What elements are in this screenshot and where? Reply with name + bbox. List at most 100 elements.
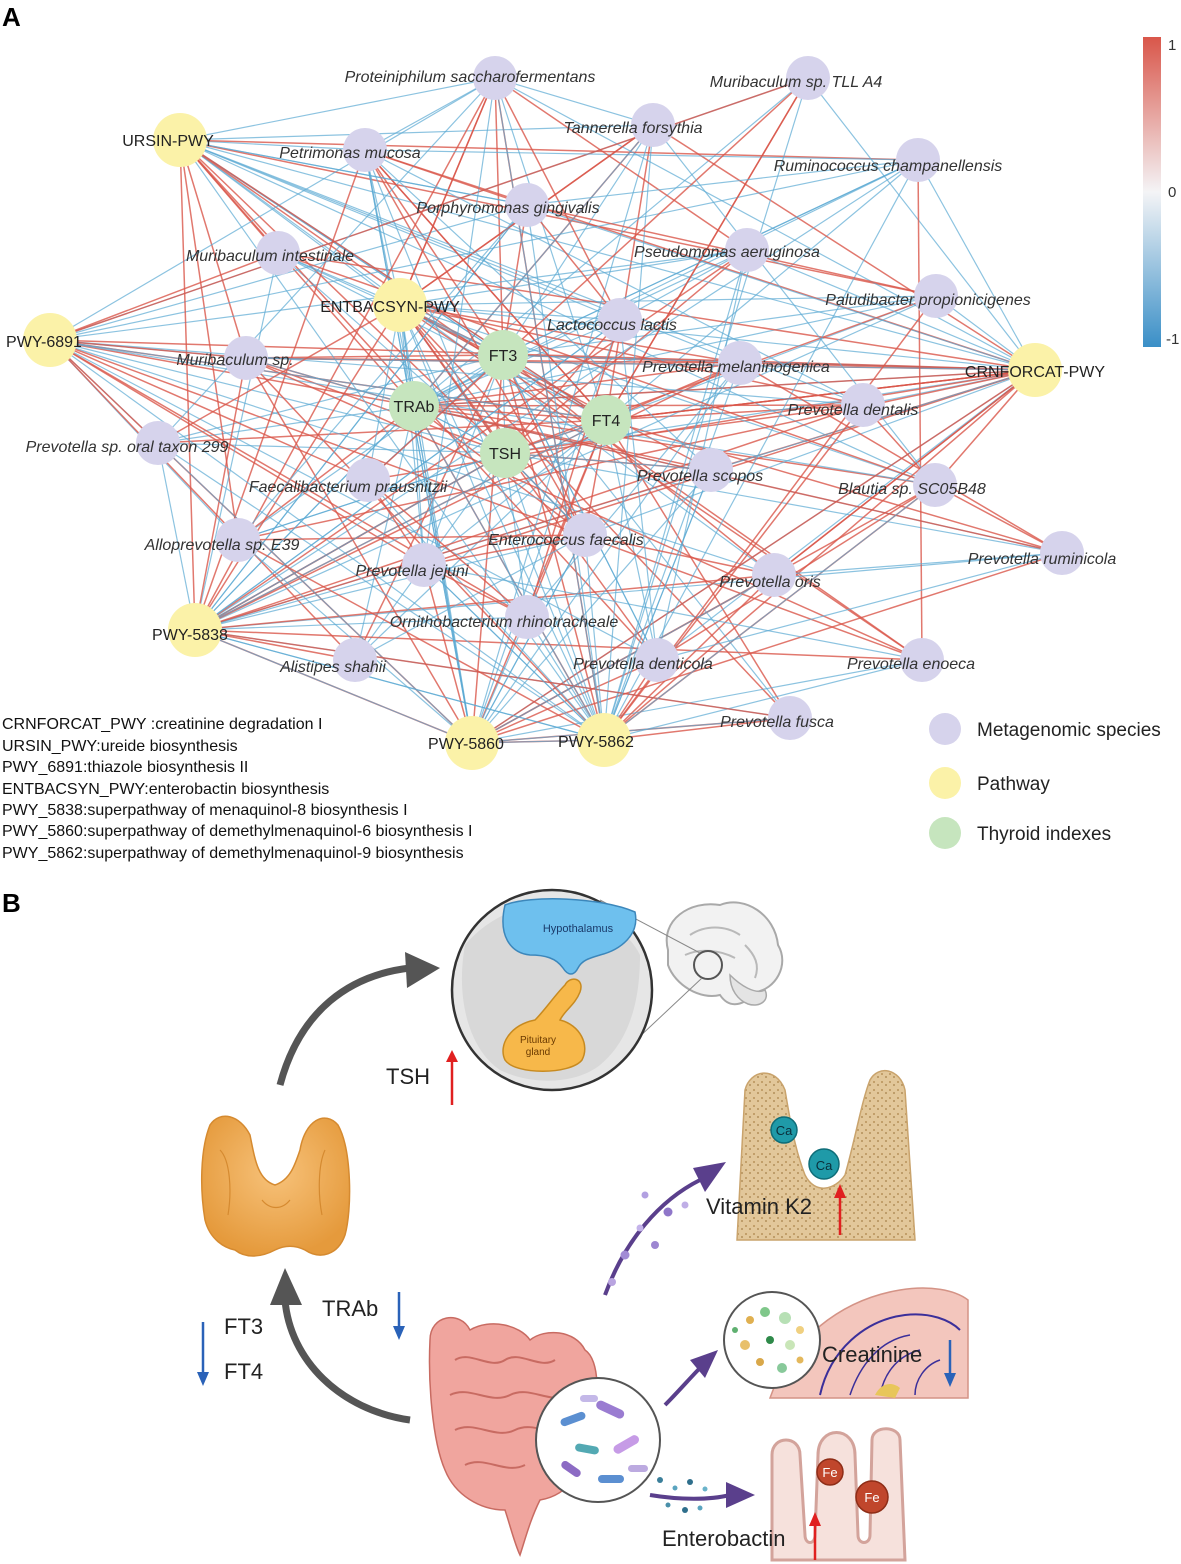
network-edge [584,534,605,741]
node-prevotella_oral [136,421,180,465]
network-edge [471,659,923,744]
iron-label-2: Fe [864,1490,879,1505]
node-label-ruminococcus: Ruminococcus champanellensis [774,158,1003,175]
network-edge [157,442,506,454]
node-ft4 [581,395,631,445]
network-edge [194,362,741,631]
network-edge [179,139,741,364]
node-pseudomonas [725,228,769,272]
node-label-entbacsyn: ENTBACSYN-PWY [320,299,460,316]
node-label-porphyromonas: Porphyromonas gingivalis [416,200,599,217]
network-edge [194,419,607,631]
network-edge [49,339,528,618]
node-pwy5838 [168,603,222,657]
node-faecalibacterium [346,458,390,502]
node-label-paludibacter: Paludibacter propionicigenes [825,292,1030,309]
network-edge [364,149,864,406]
node-ft3 [478,330,528,380]
network-edge [194,629,473,744]
legend-thyroid-label: Thyroid indexes [977,824,1111,845]
abbreviation-list: CRNFORCAT_PWY :creatinine degradation I … [2,716,473,862]
panel-b-illustration: Hypothalamus Pituitary gland TSH FT3 FT4… [197,888,969,1562]
network-edge [179,139,239,541]
network-edge [364,149,586,536]
network-edge [656,369,1036,661]
node-label-prevotella_oral: Prevotella sp. oral taxon 299 [26,439,229,456]
network-edge [502,354,775,576]
vitamin-k2-label: Vitamin K2 [706,1194,812,1219]
node-label-muribaculum_sp: Muribaculum sp. [176,352,293,369]
network-edge [364,149,528,206]
node-label-prevotella_scop: Prevotella scopos [637,468,763,485]
network-edge [413,405,1063,554]
legend-pathway-swatch [929,767,961,799]
network-edge [367,479,528,618]
pituitary-label-line2: gland [526,1047,550,1058]
network-edge [179,139,919,161]
arrow-gut-to-thyroid [281,1299,411,1424]
network-edge [494,77,621,321]
node-ruminococcus [896,138,940,182]
network-edge [423,564,605,741]
network-edge [917,159,923,661]
iron-ion-1 [816,1458,844,1486]
network-edge [603,362,741,741]
pituitary-label-line1: Pituitary [520,1035,556,1046]
network-edge [399,304,473,744]
network-edge [526,319,621,618]
node-pwy6891 [23,313,77,367]
network-edge [399,304,1036,371]
node-enterococcus [563,513,607,557]
network-edge [194,564,425,631]
network-edge [237,369,1036,541]
network-edge [652,124,936,486]
network-edge [413,124,654,407]
network-edge [934,484,1063,554]
network-edge [194,452,506,631]
node-trab [389,381,439,431]
network-edge [237,534,586,541]
network-edge [245,357,473,744]
panel-a-label: A [2,2,21,32]
brain-illustration [599,899,784,1056]
legend-species-label: Metagenomic species [977,720,1161,741]
colorbar-gradient [1143,37,1161,347]
node-label-enterococcus: Enterococcus faecalis [488,532,644,549]
network-edge [49,339,658,661]
network-edge [49,339,607,421]
legend-thyroid-swatch [929,817,961,849]
node-label-muribaculum_int: Muribaculum intestinale [186,248,354,265]
node-tsh [480,428,530,478]
ft4-label-b: FT4 [224,1359,263,1384]
legend-species-swatch [929,713,961,745]
hypothalamus-label: Hypothalamus [543,923,614,935]
thyroid-gland [200,1115,351,1257]
node-tannerella [631,103,675,147]
node-label-prevotella_fus: Prevotella fusca [720,714,834,731]
trab-label-b: TRAb [322,1296,378,1321]
network-edge [49,339,369,481]
abbr-ursin: URSIN_PWY:ureide biosynthesis [2,738,238,755]
iron-label-1: Fe [822,1465,837,1480]
network-edge [49,252,279,341]
network-edge [364,77,496,151]
node-muribaculum_sp [224,336,268,380]
node-prevotella_dent [635,638,679,682]
network-edge [399,304,528,618]
network-edge [194,295,937,631]
network-edge [619,249,748,321]
node-label-lactococcus: Lactococcus lactis [547,317,677,334]
pituitary-shape [502,978,586,1072]
network-edge [504,452,1063,554]
network-edge [471,362,741,744]
network-edge [194,629,605,741]
network-edge [157,405,415,444]
network-edge [49,339,247,359]
vitamin-k2-particles [608,1191,689,1286]
network-edge [157,77,496,444]
network-edge [179,139,605,741]
node-proteiniphilum [473,56,517,100]
node-label-crnforcat: CRNFORCAT-PWY [965,364,1105,381]
node-pwy5860 [445,716,499,770]
node-ursin [153,113,207,167]
